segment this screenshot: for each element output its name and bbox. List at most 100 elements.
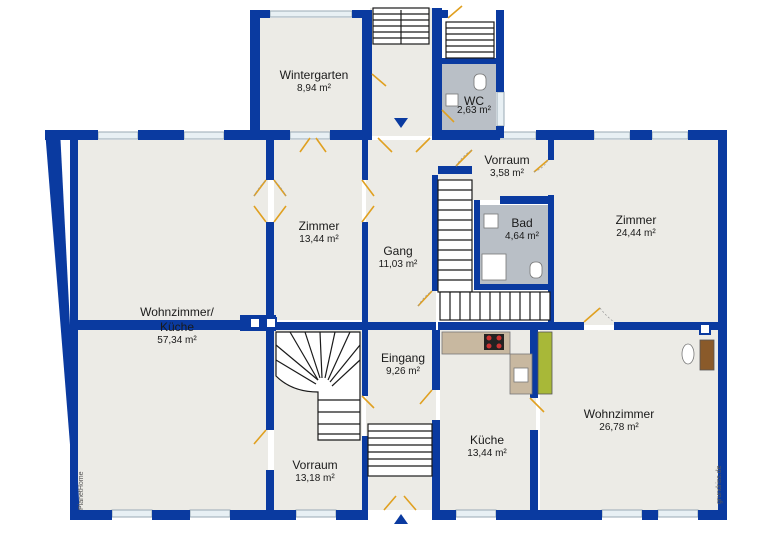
- room-label-bad: Bad 4,64 m²: [505, 216, 539, 244]
- room-label-zimmer-right: Zimmer 24,44 m²: [616, 213, 657, 241]
- door: [455, 149, 473, 167]
- door: [377, 137, 431, 153]
- wall: [530, 330, 538, 398]
- wall: [266, 222, 274, 330]
- room-name: Eingang: [380, 351, 426, 365]
- wall: [230, 510, 296, 520]
- wall: [432, 420, 440, 510]
- arrow-down-icon: [394, 118, 408, 128]
- room-name: Gang: [383, 244, 413, 258]
- shower-icon: [481, 253, 507, 281]
- wall: [530, 430, 538, 510]
- room-area: 57,34 m²: [157, 335, 197, 346]
- fixtures: [441, 73, 715, 395]
- wall: [496, 10, 504, 92]
- wall: [432, 175, 438, 291]
- walls: [45, 8, 727, 520]
- wall: [76, 510, 112, 520]
- room-area: 3,58 m²: [490, 168, 524, 179]
- stair-horizontal: [439, 291, 551, 321]
- wall: [718, 130, 727, 520]
- room-area: 9,26 m²: [386, 366, 420, 377]
- wall: [496, 126, 504, 138]
- wall: [614, 322, 718, 330]
- wc-toilet-icon: [473, 73, 487, 91]
- door: [583, 307, 601, 323]
- window: [111, 509, 153, 518]
- window: [657, 509, 699, 518]
- room-name: Vorraum: [484, 153, 530, 167]
- wall: [698, 510, 727, 520]
- wall: [78, 320, 240, 330]
- windows: [97, 10, 699, 518]
- wall: [548, 140, 554, 160]
- wall: [70, 135, 78, 520]
- wall: [336, 510, 368, 520]
- wall: [432, 330, 440, 390]
- room-area: 11,03 m²: [378, 259, 418, 270]
- window: [455, 509, 497, 518]
- chair-icon: [681, 343, 695, 365]
- wall: [249, 317, 261, 329]
- room-label-wc: WC 2,63 m²: [457, 94, 491, 118]
- wall: [366, 322, 436, 330]
- room-label-wintergarten: Wintergarten 8,94 m²: [280, 68, 349, 96]
- door: [361, 395, 375, 409]
- wall: [496, 510, 602, 520]
- door: [417, 290, 433, 307]
- wall: [138, 130, 184, 140]
- stair-entrance: [367, 423, 433, 477]
- wall: [442, 10, 448, 18]
- toilet-icon: [529, 261, 543, 279]
- room-label-vorraum-top: Vorraum 3,58 m²: [484, 153, 529, 181]
- window: [269, 10, 353, 18]
- wall: [442, 58, 496, 64]
- room-area: 13,18 m²: [295, 473, 335, 484]
- door: [419, 389, 433, 405]
- credit-grundriss: grundriss.de: [716, 465, 723, 504]
- room-name: Bad: [511, 216, 533, 230]
- window: [496, 91, 505, 127]
- stair-top: [372, 7, 430, 45]
- room-name: Vorraum: [292, 458, 338, 472]
- entrance-arrows: [394, 118, 408, 524]
- room-name: Zimmer: [298, 219, 340, 233]
- window: [189, 509, 231, 518]
- room-name: Wintergarten: [279, 68, 349, 82]
- credit-planethome: PlanetHome: [78, 471, 85, 510]
- door: [441, 109, 455, 123]
- room-area: 13,44 m²: [467, 448, 507, 459]
- door: [299, 137, 327, 153]
- window: [651, 131, 689, 140]
- room-area: 2,63 m²: [457, 105, 491, 116]
- window: [601, 509, 643, 518]
- wall: [699, 323, 711, 335]
- wall: [362, 10, 372, 140]
- room-area: 8,94 m²: [297, 83, 331, 94]
- cooktop-icon: [484, 334, 504, 350]
- stair-spiral: [275, 331, 361, 441]
- room-area: 24,44 m²: [616, 228, 656, 239]
- floor-zimmer-right: [552, 140, 718, 325]
- door: [253, 429, 267, 445]
- floor-zimmer-center: [274, 140, 362, 320]
- room-area: 13,44 m²: [299, 234, 339, 245]
- room-label-wohnzimmer-kueche: Wohnzimmer/ Küche 57,34 m²: [140, 305, 214, 348]
- wall: [432, 130, 500, 140]
- window: [593, 131, 631, 140]
- wall: [266, 330, 274, 430]
- wall: [642, 510, 658, 520]
- door: [529, 397, 545, 413]
- wall: [152, 510, 190, 520]
- floor-wintergarten: [260, 18, 362, 132]
- wall: [362, 330, 368, 396]
- cabinet-icon: [537, 331, 553, 395]
- bath-sink-icon: [483, 213, 499, 229]
- room-area: 26,78 m²: [599, 422, 639, 433]
- wall: [688, 130, 726, 140]
- stairs: [275, 7, 551, 477]
- room-name: Wohnzimmer/ Küche: [140, 305, 214, 334]
- floor-eingang: [366, 330, 436, 510]
- wall: [330, 130, 370, 140]
- wall: [630, 130, 652, 140]
